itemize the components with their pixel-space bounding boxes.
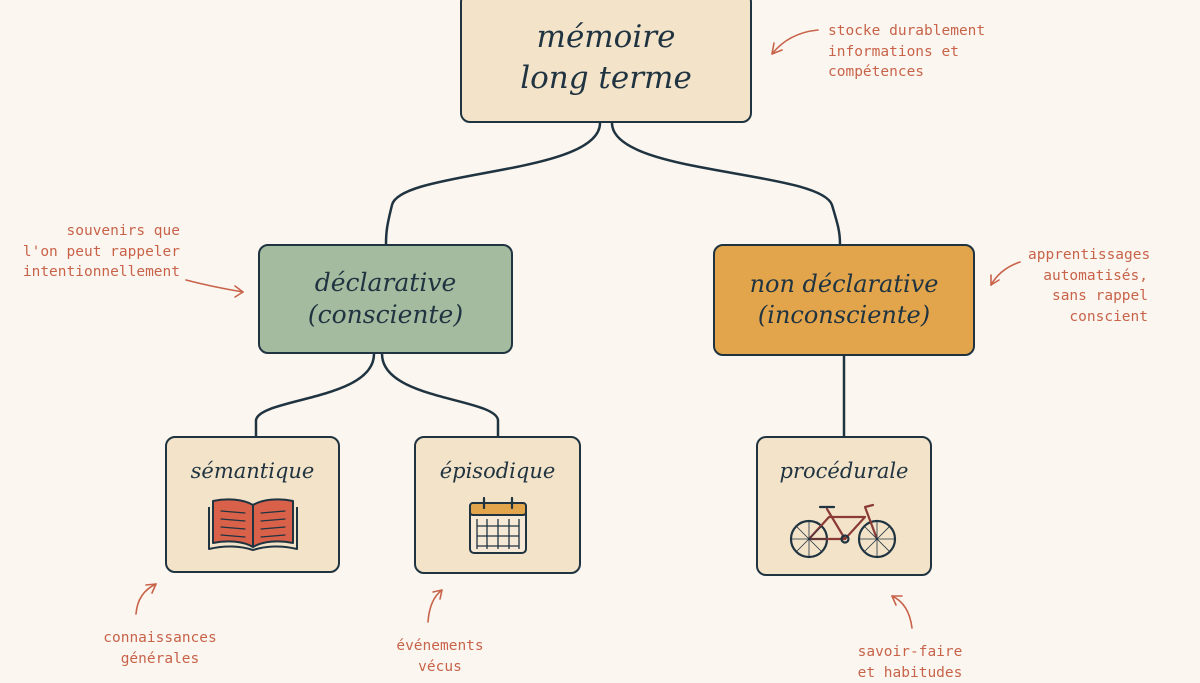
annotation-non-declarative: apprentissages automatisés, sans rappel … bbox=[1028, 245, 1151, 327]
bicycle-icon bbox=[789, 504, 897, 559]
annotation-line: conscient bbox=[1069, 308, 1148, 325]
node-long-term-memory-line-1: mémoire bbox=[536, 19, 676, 56]
annotation-line: vécus bbox=[418, 658, 462, 675]
node-semantic-label: sémantique bbox=[190, 459, 315, 483]
annotation-line: sans rappel bbox=[1051, 288, 1148, 305]
arrow-semantic-note bbox=[135, 583, 157, 615]
node-episodic: épisodique bbox=[414, 436, 581, 574]
annotation-line: souvenirs que bbox=[66, 223, 181, 239]
open-book-icon bbox=[207, 498, 298, 552]
arrow-declarative-note bbox=[185, 279, 244, 298]
arrow-nondeclarative-note bbox=[990, 261, 1021, 286]
arrow-episodic-note bbox=[427, 589, 443, 623]
node-procedural: procédurale bbox=[756, 436, 932, 576]
annotation-line: l'on peut rappeler bbox=[22, 243, 180, 260]
annotation-semantic: connaissances générales bbox=[90, 628, 230, 669]
annotation-line: savoir-faire bbox=[857, 644, 963, 660]
node-declarative: déclarative (consciente) bbox=[258, 244, 513, 354]
node-semantic: sémantique bbox=[165, 436, 340, 573]
annotation-line: automatisés, bbox=[1043, 267, 1148, 284]
node-non-declarative-line-1: non déclarative bbox=[749, 269, 939, 298]
annotation-line: et habitudes bbox=[857, 664, 963, 681]
node-declarative-line-2: (consciente) bbox=[307, 300, 464, 329]
calendar-icon bbox=[468, 497, 527, 555]
arrow-procedural-note bbox=[891, 595, 913, 629]
annotation-line: informations et bbox=[828, 43, 959, 60]
annotation-episodic: événements vécus bbox=[370, 636, 510, 677]
node-non-declarative-line-2: (inconsciente) bbox=[757, 301, 931, 329]
edge-declarative-episodic bbox=[380, 352, 500, 438]
annotation-declarative: souvenirs que l'on peut rappeler intenti… bbox=[20, 221, 180, 283]
annotation-line: intentionnellement bbox=[22, 264, 180, 281]
annotation-line: connaissances bbox=[103, 630, 217, 646]
annotation-line: événements bbox=[396, 638, 484, 654]
node-episodic-label: épisodique bbox=[439, 459, 556, 483]
arrow-root-note bbox=[771, 29, 819, 55]
node-procedural-label: procédurale bbox=[779, 459, 909, 483]
edge-root-declarative bbox=[384, 121, 602, 246]
node-non-declarative: non déclarative (inconsciente) bbox=[713, 244, 975, 356]
annotation-line: générales bbox=[120, 650, 200, 667]
node-long-term-memory: mémoire long terme bbox=[460, 0, 752, 123]
edge-declarative-semantic bbox=[254, 352, 376, 438]
annotation-procedural: savoir-faire et habitudes bbox=[840, 642, 980, 683]
annotation-line: compétences bbox=[828, 64, 925, 81]
node-long-term-memory-line-2: long terme bbox=[520, 59, 692, 96]
annotation-line: stocke durablement bbox=[828, 23, 986, 39]
node-declarative-line-1: déclarative bbox=[314, 267, 457, 297]
edge-root-nondeclarative bbox=[610, 121, 842, 246]
annotation-line: apprentissages bbox=[1028, 247, 1151, 263]
annotation-long-term-memory: stocke durablement informations et compé… bbox=[828, 21, 985, 83]
